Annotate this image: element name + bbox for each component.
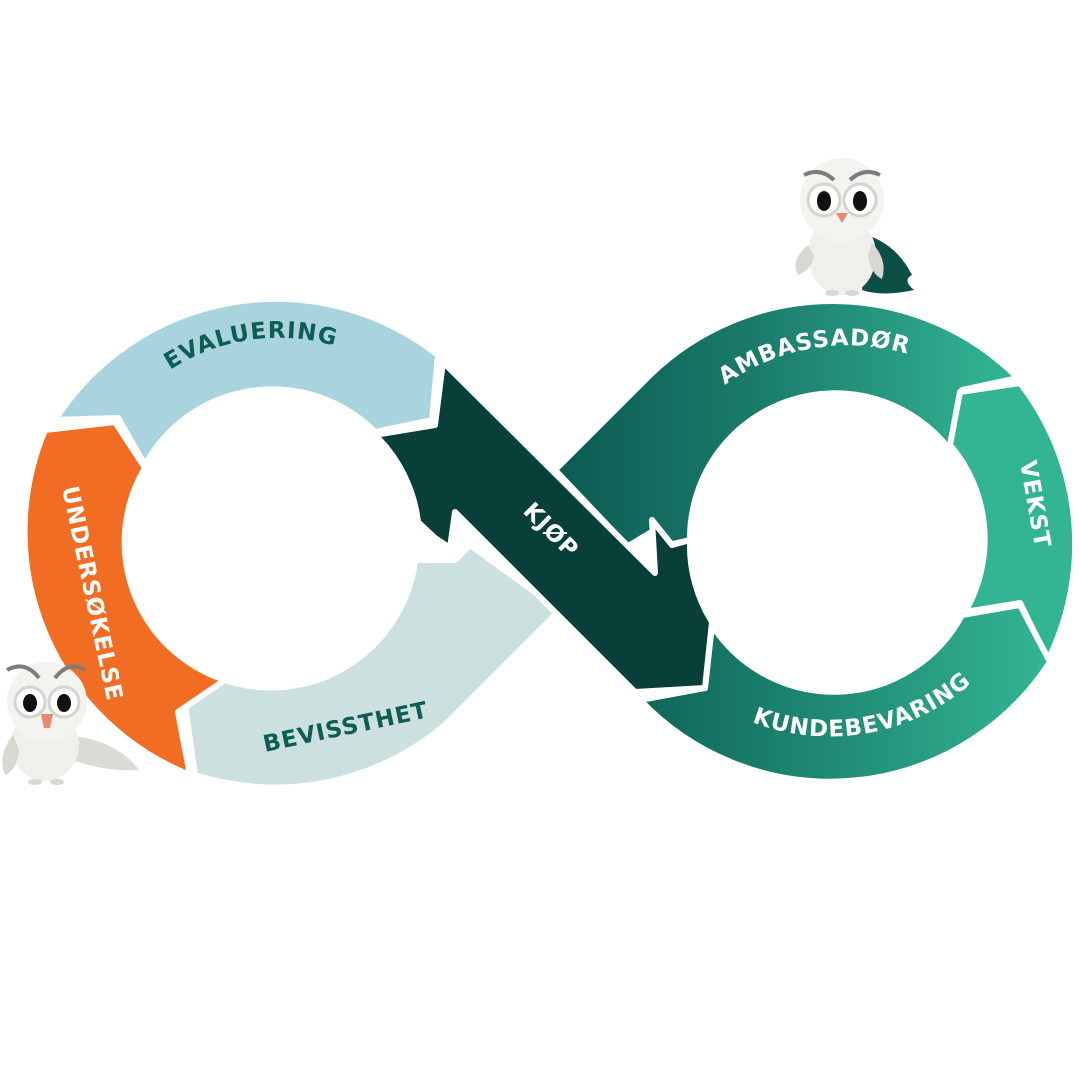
right-loop-center [690, 395, 980, 685]
segment-evaluering[interactable] [52, 295, 441, 468]
owl-with-cape-icon [795, 158, 914, 296]
segment-kjop[interactable] [372, 359, 715, 695]
left-loop-center [125, 395, 415, 685]
segment-ambassador[interactable] [552, 298, 1021, 573]
owl-waving-icon [2, 662, 139, 785]
segment-undersokelse[interactable] [21, 419, 228, 778]
segment-kundebevaring[interactable] [637, 602, 1053, 785]
segment-bevissthet[interactable] [182, 542, 563, 791]
